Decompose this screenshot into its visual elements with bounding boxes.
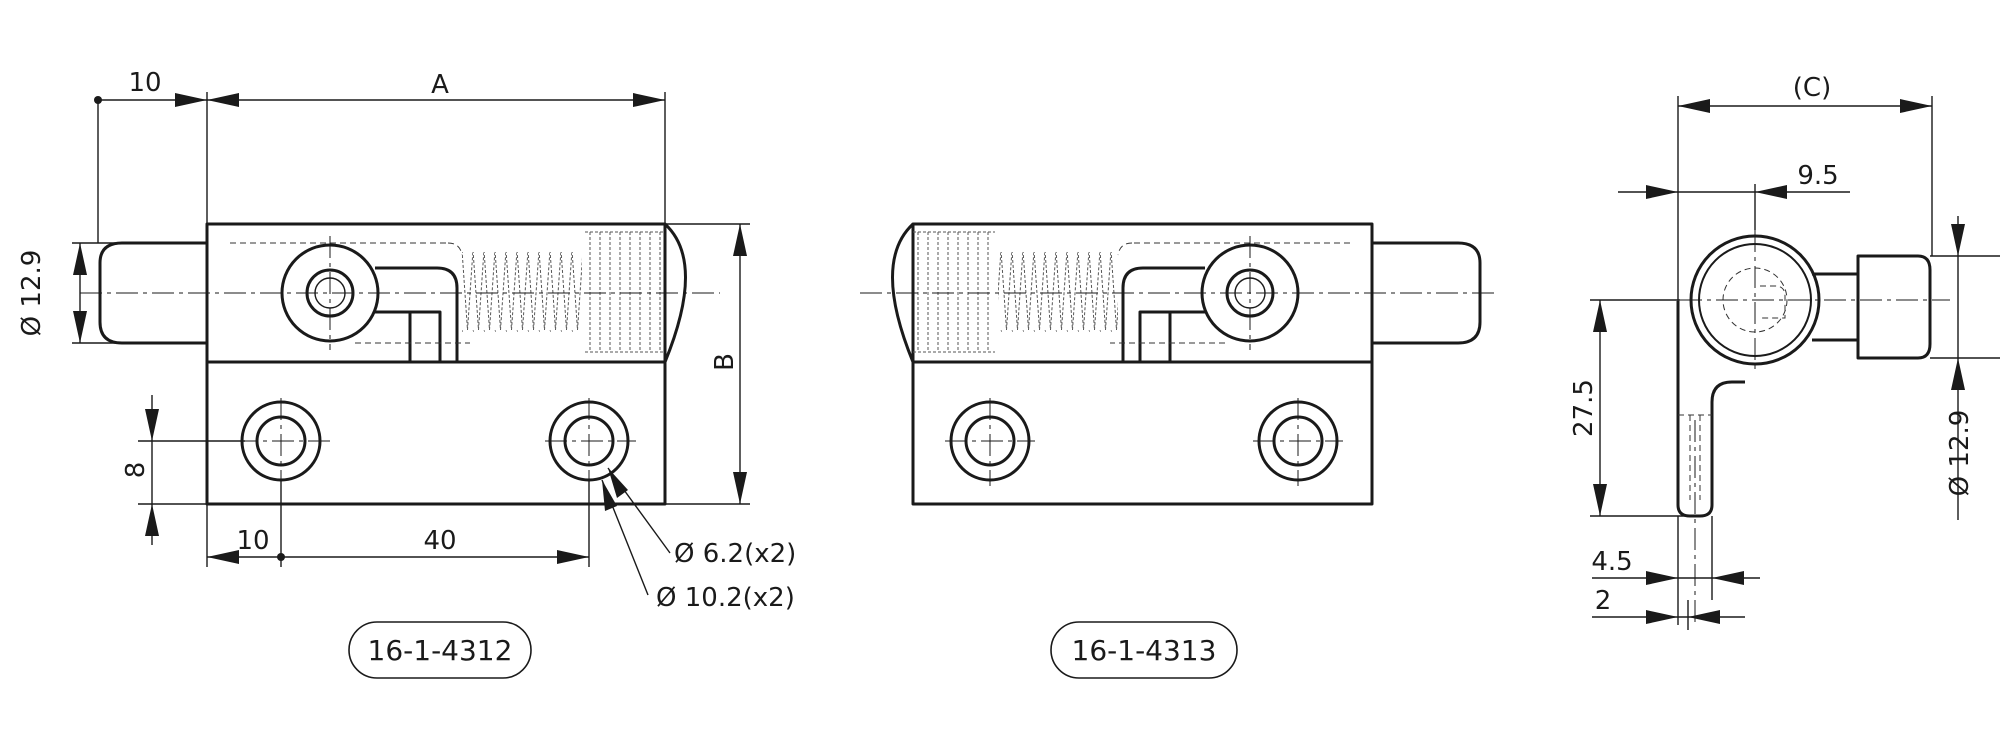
part-number-badge-left (348, 621, 532, 679)
dim-thickness-2: 2 (1595, 586, 1612, 616)
left-spring (462, 252, 582, 332)
mid-hidden-bore (1110, 242, 1350, 344)
side-bracket (1676, 301, 1745, 518)
mid-base-plate (911, 360, 1374, 506)
mid-dome-end (891, 222, 915, 363)
dim-height-b: B (710, 353, 740, 371)
left-centerlines (80, 236, 720, 486)
dim-hole-offset-y: 8 (121, 462, 151, 479)
side-dimensions (1590, 96, 2000, 630)
mid-thread-insert (913, 231, 995, 353)
view-middle: 16-1-4313 (860, 222, 1495, 679)
dim-hole-spacing: 40 (423, 526, 456, 556)
dim-pin-length: 10 (128, 68, 161, 98)
dim-height-27-5: 27.5 (1569, 379, 1599, 437)
left-dome-end (663, 222, 687, 363)
view-left: 10 A Ø 12.9 B 8 10 40 Ø 6.2(x2) Ø 10.2(x… (17, 68, 796, 679)
side-pin-head (1856, 254, 1932, 360)
dim-counterbore-diameter: Ø 10.2(x2) (656, 583, 795, 613)
dim-thickness-4-5: 4.5 (1591, 547, 1632, 577)
part-number-badge-middle (1050, 621, 1238, 679)
dim-offset-9-5: 9.5 (1797, 161, 1838, 191)
dim-pin-diameter: Ø 12.9 (17, 250, 47, 337)
mid-centerlines (860, 236, 1495, 486)
part-number-left: 16-1-4312 (368, 634, 513, 667)
dim-hole-offset-x: 10 (236, 526, 269, 556)
left-dimensions (72, 92, 750, 596)
left-hidden-bore (230, 242, 470, 344)
mid-spring (998, 252, 1118, 332)
left-slot (375, 266, 459, 362)
mid-slot (1121, 266, 1205, 362)
dim-width-c: (C) (1793, 73, 1831, 103)
dim-length-a: A (431, 70, 449, 100)
side-centerlines (1680, 230, 1950, 625)
part-number-middle: 16-1-4313 (1072, 634, 1217, 667)
dim-side-pin-diameter: Ø 12.9 (1945, 410, 1975, 497)
left-base-plate (205, 360, 667, 506)
view-side: (C) 9.5 27.5 Ø 12.9 4.5 2 (1569, 73, 2000, 630)
side-hidden-hole (1678, 414, 1712, 500)
left-thread-insert (585, 231, 665, 353)
dim-hole-diameter: Ø 6.2(x2) (674, 539, 796, 569)
